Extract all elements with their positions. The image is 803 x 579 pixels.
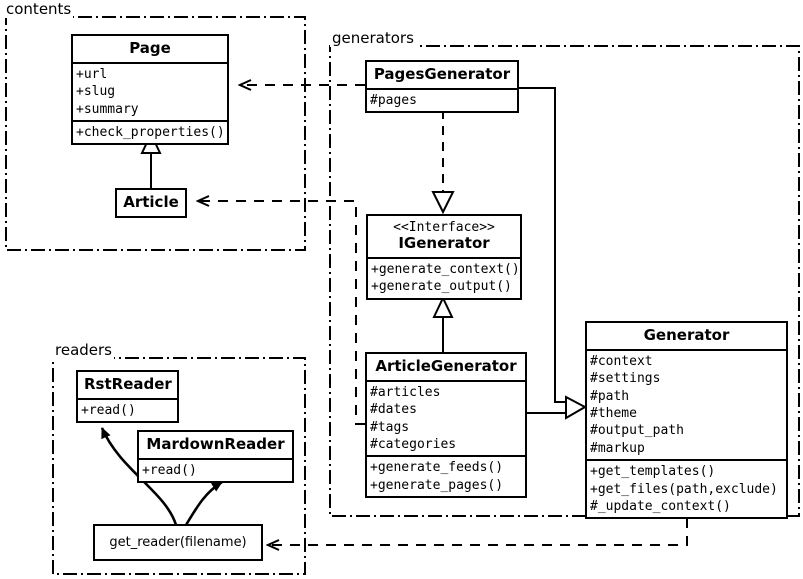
attribute: #settings [590, 371, 661, 387]
class-name-igenerator: <<Interface>> IGenerator [368, 216, 520, 260]
class-name-generator: Generator [587, 323, 786, 351]
relation-getreader-creates-mardownreader [184, 480, 223, 526]
class-box-pagesgenerator[interactable]: PagesGenerator #pages [365, 60, 519, 114]
package-border-readers [52, 357, 306, 575]
operation: +check_properties() [76, 124, 225, 140]
class-box-rstreader[interactable]: RstReader +read() [76, 370, 179, 424]
class-operations-generator: +get_templates() +get_files(path,exclude… [587, 461, 786, 517]
relation-articlegenerator-depends-article [198, 201, 365, 425]
class-box-article[interactable]: Article [115, 188, 187, 218]
package-border-generators [329, 45, 800, 517]
class-box-mardownreader[interactable]: MardownReader +read() [137, 430, 294, 484]
package-label-generators: generators [330, 29, 416, 47]
function-label: get_reader(filename) [109, 535, 247, 550]
class-box-igenerator[interactable]: <<Interface>> IGenerator +generate_conte… [366, 214, 522, 300]
class-name-rstreader: RstReader [78, 372, 177, 400]
operation: +read() [142, 462, 197, 478]
class-name-article: Article [123, 193, 179, 211]
class-operations-mardownreader: +read() [139, 460, 292, 481]
package-border-contents [5, 16, 306, 251]
operation: +read() [81, 402, 136, 418]
package-label-readers: readers [53, 341, 114, 359]
attribute: #dates [370, 402, 417, 418]
class-operations-igenerator: +generate_context() +generate_output() [368, 259, 520, 298]
relation-articlegenerator-generalizes-igenerator [432, 295, 454, 352]
attribute: #output_path [590, 423, 684, 439]
class-stereotype-igenerator: <<Interface>> [393, 220, 495, 235]
class-attributes-generator: #context #settings #path #theme #output_… [587, 351, 786, 462]
class-attributes-pagesgenerator: #pages [367, 90, 517, 111]
class-box-page[interactable]: Page +url +slug +summary +check_properti… [71, 34, 229, 146]
attribute: #categories [370, 436, 457, 452]
attribute: +url [76, 66, 108, 82]
attribute: +summary [76, 101, 139, 117]
relation-pagesgenerator-generalizes-generator [519, 87, 566, 403]
operation: +generate_pages() [370, 477, 504, 493]
class-name-page: Page [73, 36, 227, 64]
class-name-articlegenerator: ArticleGenerator [367, 354, 525, 382]
class-name-text: IGenerator [398, 234, 490, 253]
attribute: +slug [76, 84, 116, 100]
attribute: #articles [370, 384, 441, 400]
relation-articlegenerator-generalizes-generator [527, 395, 588, 420]
attribute: #context [590, 353, 653, 369]
operation: +generate_output() [371, 279, 512, 295]
function-box-get-reader[interactable]: get_reader(filename) [93, 524, 263, 561]
class-operations-articlegenerator: +generate_feeds() +generate_pages() [367, 457, 525, 496]
attribute: #markup [590, 440, 645, 456]
operation: +get_templates() [590, 464, 716, 480]
attribute: #theme [590, 405, 637, 421]
class-operations-rstreader: +read() [78, 400, 177, 421]
operation: #_update_context() [590, 498, 731, 514]
relation-pagesgenerator-realizes-igenerator [431, 110, 455, 215]
operation: +generate_context() [371, 262, 520, 278]
class-box-generator[interactable]: Generator #context #settings #path #them… [585, 321, 788, 520]
attribute: #tags [370, 419, 410, 435]
package-label-contents: contents [4, 0, 74, 18]
class-operations-page: +check_properties() [73, 122, 227, 143]
class-name-mardownreader: MardownReader [139, 432, 292, 460]
class-name-pagesgenerator: PagesGenerator [367, 62, 517, 90]
relation-generator-depends-getreader [268, 500, 688, 545]
operation: +generate_feeds() [370, 460, 504, 476]
attribute: #path [590, 388, 630, 404]
class-box-articlegenerator[interactable]: ArticleGenerator #articles #dates #tags … [365, 352, 527, 499]
class-attributes-page: +url +slug +summary [73, 64, 227, 122]
attribute: #pages [370, 92, 417, 108]
operation: +get_files(path,exclude) [590, 481, 778, 497]
class-attributes-articlegenerator: #articles #dates #tags #categories [367, 382, 525, 458]
